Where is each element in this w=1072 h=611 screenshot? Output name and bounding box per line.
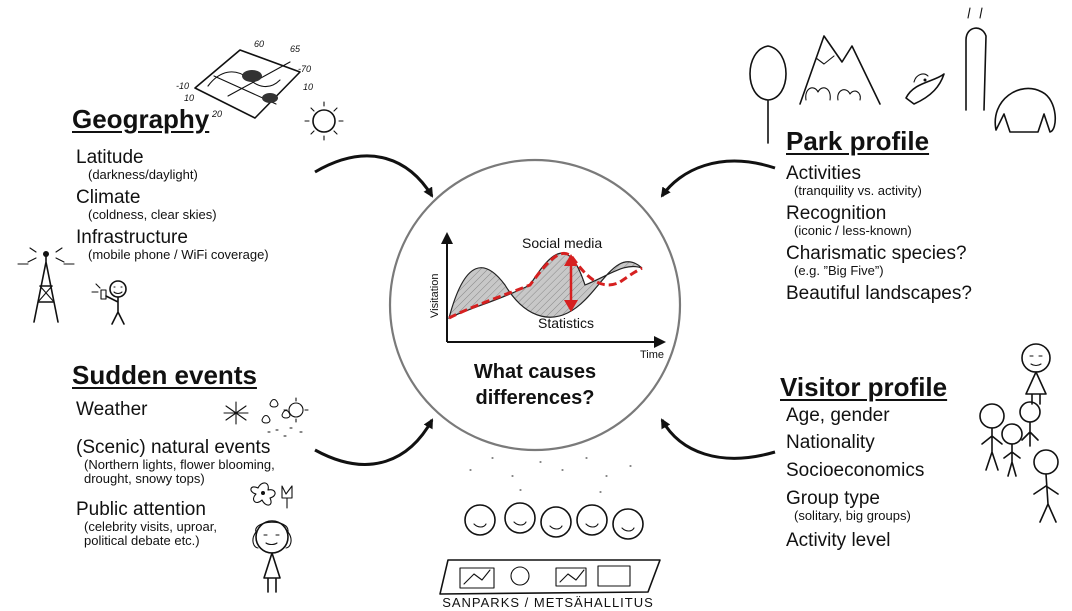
park-profile-list: Activities (tranquility vs. activity) Re… (786, 164, 972, 304)
center-question-line1: What causes (474, 361, 596, 383)
item-label: (Scenic) natural events (76, 437, 271, 458)
girl-icon (252, 520, 292, 593)
mini-chart (441, 232, 666, 348)
weather-icons (223, 397, 309, 437)
item-label: Infrastructure (76, 227, 188, 248)
visitor-item-age-gender: Age, gender (786, 405, 890, 426)
map-number-10b: 10 (303, 82, 313, 92)
item-note: (coldness, clear skies) (88, 207, 217, 222)
visitor-profile-heading: Visitor profile (780, 372, 948, 402)
park-item-charismatic-species: Charismatic species? (e.g. ”Big Five”) (786, 244, 972, 278)
sun-icon (304, 101, 344, 141)
visitor-item-socioeconomics: Socioeconomics (786, 460, 925, 481)
visitor-item-group-type: Group type (solitary, big groups) (786, 489, 924, 523)
statistics-label: Statistics (538, 315, 594, 331)
map-number-10: 10 (184, 93, 194, 103)
item-note: (darkness/daylight) (88, 167, 198, 182)
social-media-line (448, 251, 643, 320)
arrow-from-sudden-events (314, 418, 434, 466)
map-number-minus-10: -10 (176, 81, 189, 91)
map-number-65: 65 (290, 44, 301, 54)
sudden-events-list: Weather (Scenic) natural events (Norther… (76, 400, 275, 548)
social-media-label: Social media (522, 235, 602, 251)
item-label: Public attention (76, 499, 206, 520)
sudden-item-public-attention: Public attention (celebrity visits, upro… (76, 500, 275, 548)
sudden-item-natural-events: (Scenic) natural events (Northern lights… (76, 438, 275, 486)
visitor-profile-list: Age, gender Nationality Socioeconomics G… (786, 406, 924, 551)
item-label: Charismatic species? (786, 243, 967, 264)
item-note: (e.g. ”Big Five”) (794, 263, 884, 278)
map-number-20: 20 (211, 109, 222, 119)
arrow-from-visitor-profile (660, 418, 776, 460)
arrow-from-geography (314, 154, 434, 198)
difference-arrow-down (564, 300, 578, 312)
visitor-doodles (979, 343, 1059, 523)
item-label: Group type (786, 488, 880, 509)
geography-item-infrastructure: Infrastructure (mobile phone / WiFi cove… (76, 228, 269, 262)
item-label: Climate (76, 187, 141, 208)
landscape-icons (749, 7, 1057, 144)
mini-chart-x-arrowhead (654, 336, 666, 348)
map-number-60: 60 (254, 39, 264, 49)
park-item-activities: Activities (tranquility vs. activity) (786, 164, 972, 198)
item-note: (iconic / less-known) (794, 223, 912, 238)
arrow-from-park-profile (660, 159, 776, 198)
map-sketch: 60 65 -70 -10 10 20 10 (176, 39, 313, 119)
geography-item-latitude: Latitude (darkness/daylight) (76, 148, 269, 182)
difference-arrow-up (564, 254, 578, 266)
item-label: Recognition (786, 203, 887, 224)
mini-chart-y-arrowhead (441, 232, 453, 244)
item-note: (mobile phone / WiFi coverage) (88, 247, 269, 262)
item-note: (solitary, big groups) (794, 508, 911, 523)
park-item-recognition: Recognition (iconic / less-known) (786, 204, 972, 238)
item-note: (Northern lights, flower blooming, droug… (84, 457, 275, 486)
cell-tower-icon (17, 247, 75, 323)
item-label: Latitude (76, 147, 144, 168)
geography-heading: Geography (72, 104, 210, 134)
item-label: Activities (786, 163, 861, 184)
sudden-events-heading: Sudden events (72, 360, 257, 390)
flower-icons (250, 482, 293, 509)
sudden-item-weather: Weather (76, 399, 148, 420)
park-item-landscapes: Beautiful landscapes? (786, 284, 972, 304)
person-with-phone-icon (91, 280, 127, 325)
geography-item-climate: Climate (coldness, clear skies) (76, 188, 269, 222)
center-question-line2: differences? (476, 387, 595, 409)
mini-chart-y-label: Visitation (429, 274, 441, 318)
item-label: Beautiful landscapes? (786, 283, 972, 304)
visitor-item-nationality: Nationality (786, 432, 875, 453)
item-note: (celebrity visits, uproar, political deb… (84, 519, 217, 548)
park-profile-heading: Park profile (786, 126, 930, 156)
item-note: (tranquility vs. activity) (794, 183, 922, 198)
researchers-group-doodle (439, 457, 661, 595)
visitor-item-activity-level: Activity level (786, 530, 891, 551)
footer-credit: SANPARKS / METSÄHALLITUS (442, 595, 654, 610)
geography-list: Latitude (darkness/daylight) Climate (co… (76, 148, 269, 262)
mini-chart-x-label: Time (640, 349, 664, 361)
map-number-minus-70: -70 (298, 64, 311, 74)
